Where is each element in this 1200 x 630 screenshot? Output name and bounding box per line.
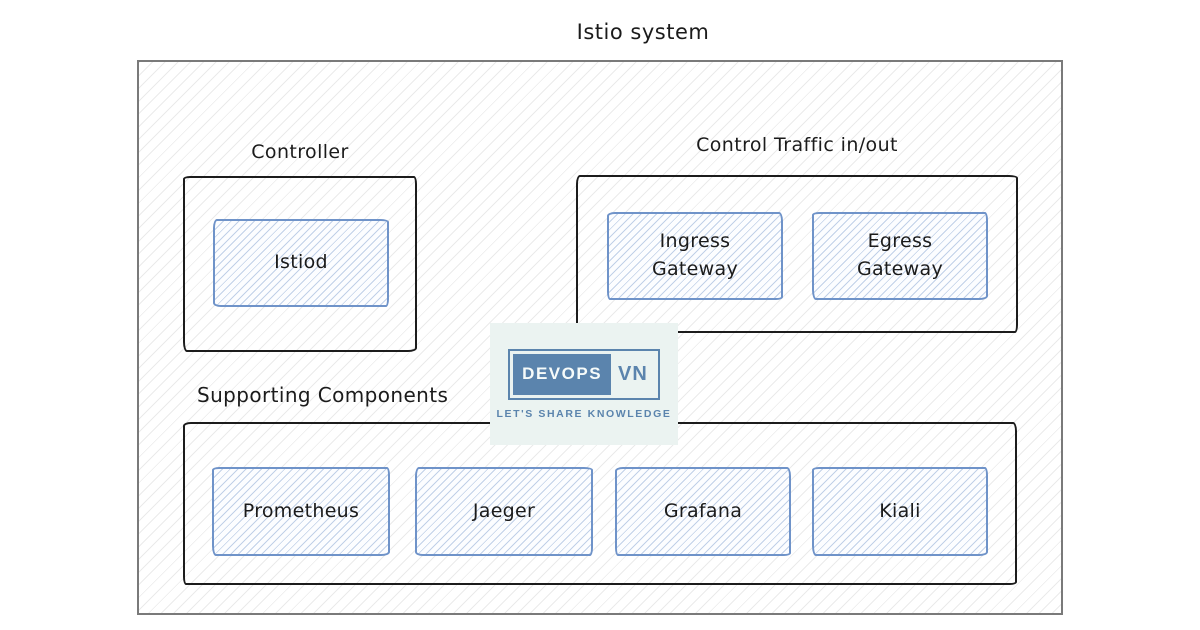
component-label: Kiali (879, 499, 921, 522)
component-label: Grafana (663, 499, 743, 522)
component-grafana: Grafana (615, 467, 791, 556)
component-jaeger: Jaeger (415, 467, 593, 556)
component-prometheus: Prometheus (212, 467, 390, 556)
devopsvn-logo-box: DEVOPS VN (508, 348, 660, 400)
section-box-controller (183, 176, 417, 352)
devopsvn-logo: DEVOPS VN LET'S SHARE KNOWLEDGE (490, 323, 678, 445)
logo-tagline: LET'S SHARE KNOWLEDGE (496, 407, 672, 420)
section-title-control-traffic: Control Traffic in/out (696, 134, 898, 156)
logo-brand-vn: VN (618, 362, 648, 385)
logo-brand-devops: DEVOPS (513, 353, 612, 395)
component-label: Egress Gateway (856, 230, 944, 280)
component-kiali: Kiali (812, 467, 988, 556)
section-box-control-traffic (576, 175, 1018, 333)
component-label: Istiod (274, 251, 328, 274)
component-egress-gateway: Egress Gateway (812, 212, 988, 300)
diagram-title: Istio system (576, 20, 710, 44)
component-istiod: Istiod (213, 219, 389, 307)
component-label: Prometheus (242, 499, 360, 522)
section-title-supporting-components: Supporting Components (197, 383, 449, 407)
component-label: Jaeger (472, 499, 536, 522)
section-title-controller: Controller (251, 141, 349, 163)
component-label: Ingress Gateway (651, 230, 739, 280)
component-ingress-gateway: Ingress Gateway (607, 212, 783, 300)
